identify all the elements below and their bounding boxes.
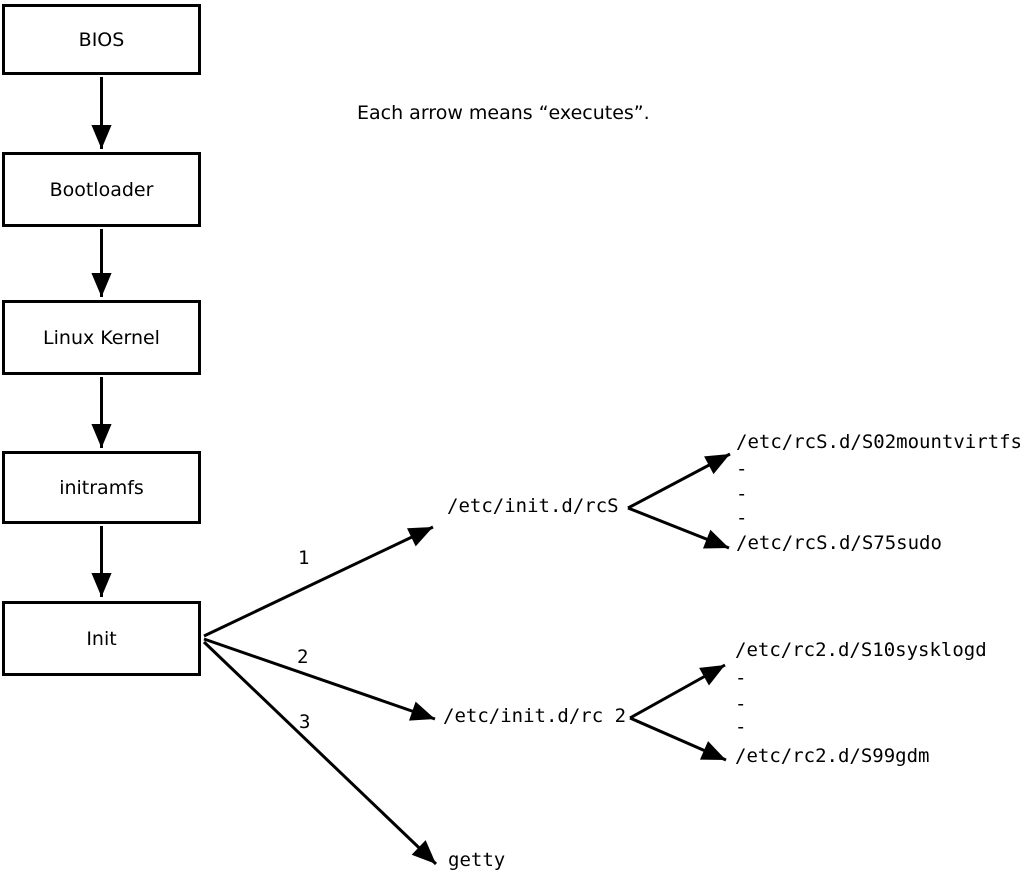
node-init-label: Init: [86, 627, 117, 650]
target-etc-init-d-rcS: /etc/init.d/rcS: [447, 495, 619, 517]
script-rc2-ellipsis-dash: -: [735, 667, 747, 689]
script-rcS-ellipsis-dash: -: [736, 458, 748, 480]
node-linux-kernel-label: Linux Kernel: [43, 326, 160, 349]
arrow-init-to-getty: [202, 640, 438, 866]
node-initramfs-label: initramfs: [59, 476, 144, 499]
script-rcS-last: /etc/rcS.d/S75sudo: [736, 532, 942, 554]
arrow-init-to-rcS: [203, 525, 434, 638]
node-init: Init: [2, 601, 201, 676]
node-bios-label: BIOS: [78, 28, 125, 51]
target-getty: getty: [448, 849, 506, 871]
node-linux-kernel: Linux Kernel: [2, 300, 201, 375]
arrow-rcS-to-last-script: [627, 506, 730, 550]
arrow-init-to-rc2: [203, 637, 436, 721]
arrow-rcS-to-first-script: [627, 452, 731, 510]
node-initramfs: initramfs: [2, 451, 201, 524]
arrow-rc2-to-last-script: [629, 716, 727, 762]
branch1-number-label: 1: [298, 547, 310, 569]
legend-note: Each arrow means “executes”.: [357, 102, 650, 124]
node-bootloader-label: Bootloader: [49, 178, 154, 201]
target-etc-init-d-rc2: /etc/init.d/rc 2: [443, 705, 627, 727]
script-rcS-ellipsis-dash: -: [736, 483, 748, 505]
script-rc2-ellipsis-dash: -: [735, 716, 747, 738]
script-rc2-ellipsis-dash: -: [735, 693, 747, 715]
branch3-number-label: 3: [299, 711, 311, 733]
branch2-number-label: 2: [297, 646, 309, 668]
script-rcS-ellipsis-dash: -: [736, 507, 748, 529]
node-bios: BIOS: [2, 4, 201, 75]
arrow-rc2-to-first-script: [629, 663, 726, 720]
node-bootloader: Bootloader: [2, 152, 201, 227]
script-rcS-first: /etc/rcS.d/S02mountvirtfs: [736, 431, 1022, 453]
script-rc2-last: /etc/rc2.d/S99gdm: [735, 745, 930, 767]
script-rc2-first: /etc/rc2.d/S10sysklogd: [735, 639, 987, 661]
